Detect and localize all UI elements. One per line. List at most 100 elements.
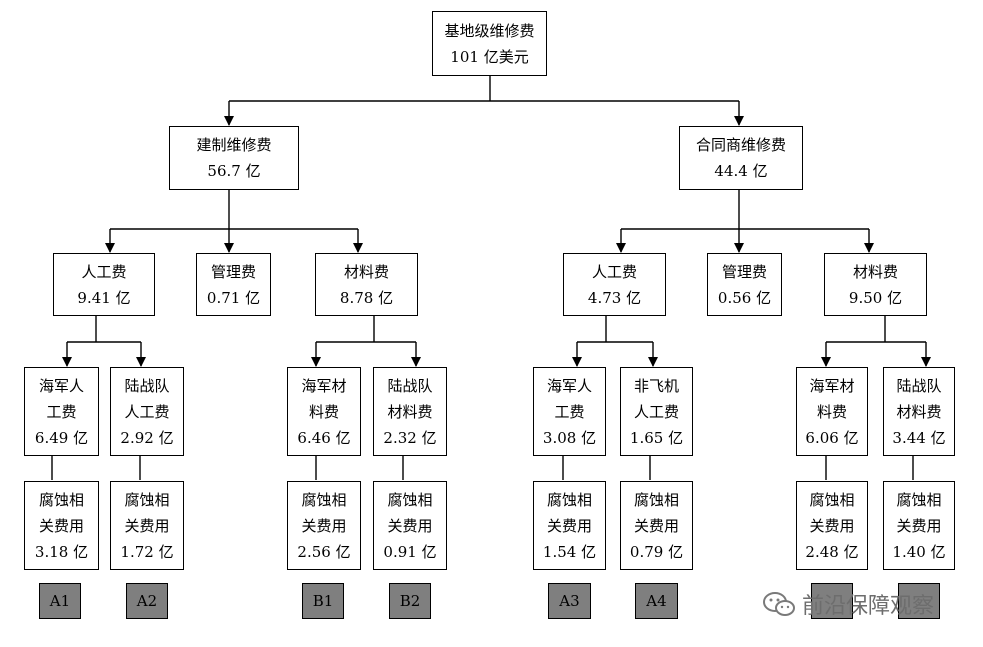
root-title: 基地级维修费 (444, 21, 535, 40)
node-line: 陆战队 (387, 376, 433, 395)
node-line: 人工费 (124, 402, 170, 421)
contract-management-node: 管理费 0.56 亿 (707, 253, 782, 316)
node-line: 腐蚀相 (38, 490, 84, 509)
tag-a2: A2 (126, 583, 168, 619)
detail-node: 海军材 料费 6.46 亿 (287, 367, 361, 456)
node-value: 1.40 亿 (892, 542, 946, 561)
node-value: 0.79 亿 (629, 542, 684, 561)
tag-a1: A1 (39, 583, 81, 619)
node-title: 材料费 (343, 262, 389, 281)
node-value: 2.32 亿 (383, 428, 437, 447)
node-value: 9.50 亿 (848, 288, 903, 307)
corrosion-node: 腐蚀相 关费用 1.72 亿 (110, 481, 184, 570)
detail-node: 陆战队 材料费 2.32 亿 (373, 367, 447, 456)
node-line: 陆战队 (124, 376, 170, 395)
node-value: 9.41 亿 (77, 288, 131, 307)
node-line: 非飞机 (633, 376, 679, 395)
detail-node: 海军人 工费 6.49 亿 (24, 367, 99, 456)
node-line: 材料费 (896, 402, 942, 421)
node-line: 海军材 (809, 376, 855, 395)
node-value: 44.4 亿 (714, 162, 768, 180)
node-value: 4.73 亿 (587, 288, 642, 307)
node-line: 海军材 (301, 376, 347, 395)
tag-b2: B2 (389, 583, 431, 619)
node-value: 0.91 亿 (383, 542, 437, 561)
node-line: 腐蚀相 (896, 490, 942, 509)
node-value: 3.44 亿 (892, 428, 946, 447)
node-value: 1.65 亿 (629, 428, 684, 447)
built-labor-node: 人工费 9.41 亿 (53, 253, 155, 316)
node-line: 腐蚀相 (301, 490, 347, 509)
corrosion-node: 腐蚀相 关费用 1.54 亿 (533, 481, 606, 570)
node-line: 关费用 (896, 516, 942, 535)
node-title: 合同商维修费 (695, 136, 786, 154)
node-line: 海军人 (546, 376, 592, 395)
node-line: 陆战队 (896, 376, 942, 395)
root-value: 101 亿美元 (450, 47, 529, 66)
node-line: 关费用 (301, 516, 347, 535)
built-material-node: 材料费 8.78 亿 (315, 253, 418, 316)
node-value: 0.71 亿 (206, 288, 261, 307)
node-line: 关费用 (38, 516, 84, 535)
corrosion-node: 腐蚀相 关费用 2.56 亿 (287, 481, 361, 570)
wechat-icon (763, 592, 795, 616)
node-title: 人工费 (591, 262, 637, 281)
node-line: 工费 (46, 402, 77, 421)
built-maintenance-node: 建制维修费 56.7 亿 (169, 126, 299, 190)
node-title: 管理费 (210, 262, 256, 281)
node-line: 腐蚀相 (809, 490, 855, 509)
watermark: 前沿保障观察 (762, 588, 934, 620)
node-line: 料费 (308, 402, 339, 421)
node-value: 2.56 亿 (297, 542, 351, 561)
node-line: 腐蚀相 (546, 490, 592, 509)
detail-node: 陆战队 材料费 3.44 亿 (883, 367, 955, 456)
node-value: 56.7 亿 (207, 162, 261, 180)
node-line: 料费 (816, 402, 847, 421)
detail-node: 陆战队 人工费 2.92 亿 (110, 367, 184, 456)
node-line: 腐蚀相 (633, 490, 679, 509)
node-line: 关费用 (809, 516, 855, 535)
node-title: 人工费 (81, 262, 127, 281)
node-value: 1.54 亿 (542, 542, 597, 561)
node-value: 2.48 亿 (805, 542, 859, 561)
tag-blank (811, 583, 853, 619)
corrosion-node: 腐蚀相 关费用 2.48 亿 (796, 481, 868, 570)
watermark-text: 前沿保障观察 (802, 594, 935, 619)
node-line: 工费 (554, 402, 585, 421)
tag-a3: A3 (548, 583, 591, 619)
node-value: 6.46 亿 (297, 428, 351, 447)
tag-b1: B1 (302, 583, 344, 619)
node-line: 海军人 (38, 376, 84, 395)
contract-labor-node: 人工费 4.73 亿 (563, 253, 666, 316)
node-title: 材料费 (852, 262, 898, 281)
node-line: 关费用 (546, 516, 592, 535)
node-line: 腐蚀相 (387, 490, 433, 509)
node-line: 关费用 (124, 516, 170, 535)
node-line: 关费用 (387, 516, 433, 535)
corrosion-node: 腐蚀相 关费用 0.91 亿 (373, 481, 447, 570)
node-value: 8.78 亿 (339, 288, 394, 307)
contract-maintenance-node: 合同商维修费 44.4 亿 (679, 126, 803, 190)
tag-blank (898, 583, 940, 619)
node-value: 6.49 亿 (34, 428, 89, 447)
corrosion-node: 腐蚀相 关费用 3.18 亿 (24, 481, 99, 570)
built-management-node: 管理费 0.71 亿 (196, 253, 271, 316)
corrosion-node: 腐蚀相 关费用 0.79 亿 (620, 481, 693, 570)
tag-a4: A4 (635, 583, 678, 619)
node-line: 腐蚀相 (124, 490, 170, 509)
contract-material-node: 材料费 9.50 亿 (824, 253, 927, 316)
detail-node: 非飞机 人工费 1.65 亿 (620, 367, 693, 456)
node-value: 6.06 亿 (805, 428, 859, 447)
node-value: 0.56 亿 (717, 288, 772, 307)
detail-node: 海军材 料费 6.06 亿 (796, 367, 868, 456)
node-line: 关费用 (633, 516, 679, 535)
node-value: 2.92 亿 (120, 428, 174, 447)
corrosion-node: 腐蚀相 关费用 1.40 亿 (883, 481, 955, 570)
node-title: 管理费 (721, 262, 767, 281)
node-line: 材料费 (387, 402, 433, 421)
node-line: 人工费 (633, 402, 679, 421)
detail-node: 海军人 工费 3.08 亿 (533, 367, 606, 456)
node-title: 建制维修费 (196, 136, 272, 154)
